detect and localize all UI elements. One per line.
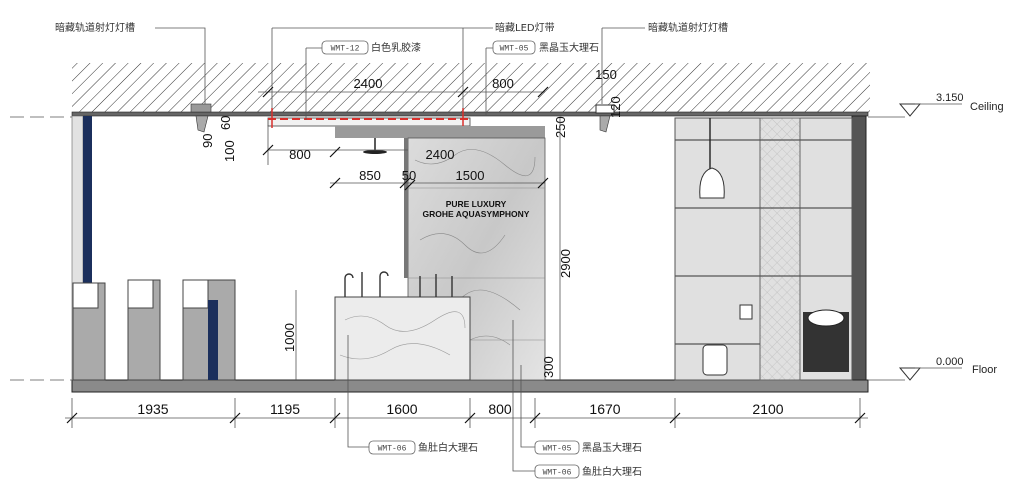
bottom-dimensions: 1935 1195 1600 800 1670 2100 [65, 398, 868, 428]
right-wall [851, 115, 867, 381]
svg-text:鱼肚白大理石: 鱼肚白大理石 [582, 465, 642, 478]
svg-text:Ceiling: Ceiling [970, 101, 1004, 113]
svg-text:白色乳胶漆: 白色乳胶漆 [371, 41, 421, 54]
floor-level-marker: 0.000 Floor [898, 356, 997, 381]
svg-text:120: 120 [608, 96, 623, 118]
svg-text:800: 800 [488, 401, 512, 417]
annotation-wmt-05-bottom: WMT-05 黑晶玉大理石 [520, 365, 642, 455]
svg-text:300: 300 [541, 356, 556, 378]
svg-text:WMT-12: WMT-12 [331, 45, 360, 54]
svg-text:150: 150 [595, 67, 617, 82]
svg-text:250: 250 [553, 116, 568, 138]
pendant-light [363, 138, 387, 154]
ceiling-line [71, 111, 869, 117]
track-light-right [595, 104, 615, 133]
locker-units [72, 279, 236, 381]
svg-text:1670: 1670 [589, 401, 620, 417]
svg-text:1935: 1935 [137, 401, 168, 417]
annotation-wmt-05-top: WMT-05 黑晶玉大理石 [485, 40, 599, 115]
svg-text:850: 850 [359, 168, 381, 183]
top-dimensions: 2400 800 150 120 250 90 60 100 800 2400 … [200, 67, 623, 380]
brand-line-2: GROHE AQUASYMPHONY [423, 209, 530, 219]
ceiling-level-marker: 3.150 Ceiling [898, 92, 1004, 117]
svg-text:800: 800 [492, 76, 514, 91]
annotation-wmt-12: WMT-12 白色乳胶漆 [305, 40, 421, 120]
svg-text:暗藏轨道射灯灯槽: 暗藏轨道射灯灯槽 [55, 21, 135, 34]
track-light-left [190, 103, 212, 133]
bulkhead [335, 126, 545, 138]
svg-text:暗藏LED灯带: 暗藏LED灯带 [495, 21, 555, 34]
svg-text:WMT-05: WMT-05 [500, 45, 529, 54]
svg-text:暗藏轨道射灯灯槽: 暗藏轨道射灯灯槽 [648, 21, 728, 34]
svg-text:黑晶玉大理石: 黑晶玉大理石 [539, 41, 599, 54]
svg-text:2900: 2900 [558, 249, 573, 278]
svg-text:2400: 2400 [426, 147, 455, 162]
svg-text:90: 90 [200, 134, 215, 148]
brand-line-1: PURE LUXURY [446, 199, 507, 209]
svg-text:WMT-06: WMT-06 [378, 445, 407, 454]
svg-text:100: 100 [222, 140, 237, 162]
svg-text:1500: 1500 [456, 168, 485, 183]
annotation-wmt-06-wall: WMT-06 鱼肚白大理石 [512, 320, 642, 479]
svg-text:WMT-06: WMT-06 [543, 469, 572, 478]
svg-text:1600: 1600 [386, 401, 417, 417]
navy-column [83, 116, 92, 283]
svg-text:0.000: 0.000 [936, 356, 964, 368]
svg-text:3.150: 3.150 [936, 92, 964, 104]
annotation-track-light-left: 暗藏轨道射灯灯槽 [55, 21, 206, 104]
svg-text:Floor: Floor [972, 364, 997, 376]
svg-text:1195: 1195 [270, 401, 300, 417]
svg-text:50: 50 [402, 168, 416, 183]
svg-text:800: 800 [289, 147, 311, 162]
annotation-track-light-right: 暗藏轨道射灯灯槽 [601, 21, 728, 104]
svg-text:鱼肚白大理石: 鱼肚白大理石 [418, 441, 478, 454]
annotation-led-strip: 暗藏LED灯带 [271, 21, 555, 108]
faucets [344, 271, 453, 297]
svg-text:黑晶玉大理石: 黑晶玉大理石 [582, 441, 642, 454]
svg-text:WMT-05: WMT-05 [543, 445, 572, 454]
svg-text:2400: 2400 [354, 76, 383, 91]
svg-text:1000: 1000 [282, 323, 297, 352]
shower-area [674, 117, 853, 381]
svg-text:60: 60 [218, 116, 233, 130]
floor-slab [71, 379, 869, 393]
svg-text:2100: 2100 [752, 401, 783, 417]
annotation-wmt-06-counter: WMT-06 鱼肚白大理石 [347, 335, 478, 455]
basin-counter [334, 296, 471, 381]
